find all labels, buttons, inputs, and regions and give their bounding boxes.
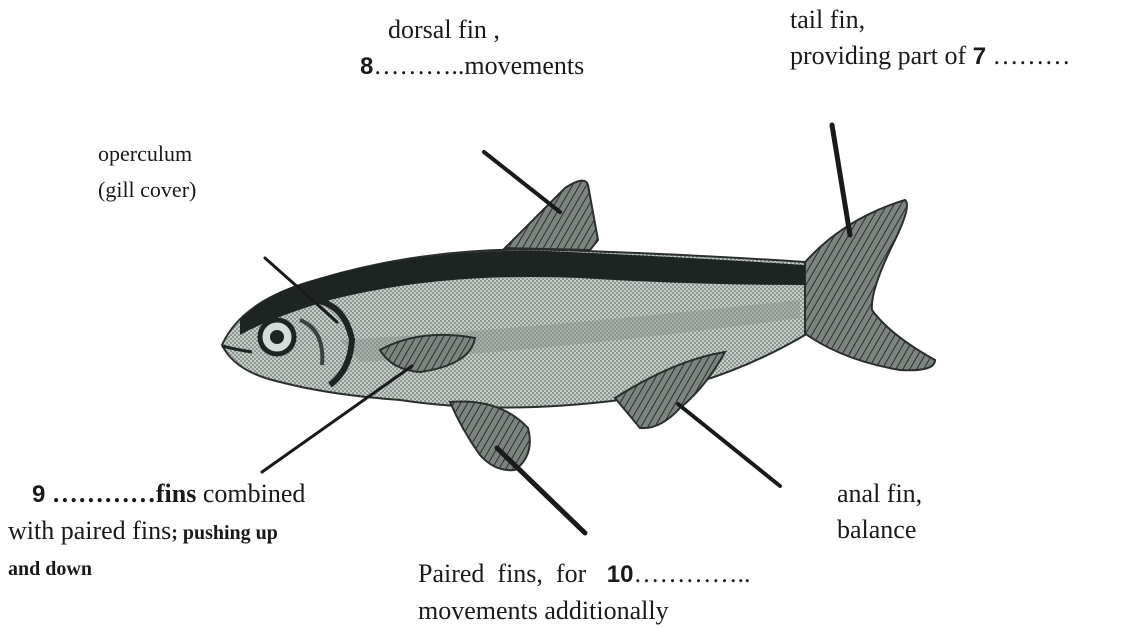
anal-fin-description: balance (837, 512, 922, 548)
pointer-pelvic (497, 448, 585, 533)
tail-fin-label: tail fin, providing part of 7 ……… (790, 2, 1071, 75)
fish-pupil (270, 330, 284, 344)
operculum-subtitle: (gill cover) (98, 172, 196, 208)
fin-9-fins-word: fins (156, 479, 196, 508)
dorsal-fin-answer-line: 8………..movements (360, 48, 584, 85)
fin-9-label: 9 …………fins combined with paired fins; pu… (8, 476, 305, 587)
paired-fins-line2: movements additionally (418, 593, 750, 629)
question-number-7: 7 (973, 43, 986, 70)
dorsal-fin (505, 181, 598, 250)
pointer-anal (678, 404, 780, 486)
blank-9[interactable]: ………… (45, 479, 156, 508)
fin-9-line3: and down (8, 551, 305, 587)
question-number-10: 10 (607, 561, 634, 588)
anal-fin-label: anal fin, balance (837, 476, 922, 548)
tail-fin (800, 200, 935, 370)
operculum-title: operculum (98, 136, 196, 172)
dorsal-fin-movements: movements (464, 51, 584, 80)
dorsal-fin-label: dorsal fin , (388, 12, 500, 48)
blank-10[interactable]: ………….. (633, 559, 750, 588)
pelvic-fin (450, 402, 530, 471)
tail-fin-description: providing part of 7 ……… (790, 38, 1071, 75)
fin-9-combined: combined (196, 479, 305, 508)
blank-8[interactable]: ……….. (373, 51, 464, 80)
operculum-label: operculum (gill cover) (98, 136, 196, 208)
paired-fins-line1: Paired fins, for 10………….. (418, 556, 750, 593)
fin-9-line2: with paired fins; pushing up (8, 513, 305, 551)
dorsal-fin-title: dorsal fin , (388, 12, 500, 48)
question-number-8: 8 (360, 53, 373, 80)
anal-fin-title: anal fin, (837, 476, 922, 512)
pointer-dorsal (484, 152, 560, 212)
blank-7[interactable]: ……… (986, 41, 1071, 70)
pointer-tail (832, 125, 850, 235)
fin-9-line1: 9 …………fins combined (8, 476, 305, 513)
tail-fin-title: tail fin, (790, 2, 1071, 38)
paired-fins-label: Paired fins, for 10………….. movements addi… (418, 556, 750, 629)
question-number-9: 9 (32, 481, 45, 508)
